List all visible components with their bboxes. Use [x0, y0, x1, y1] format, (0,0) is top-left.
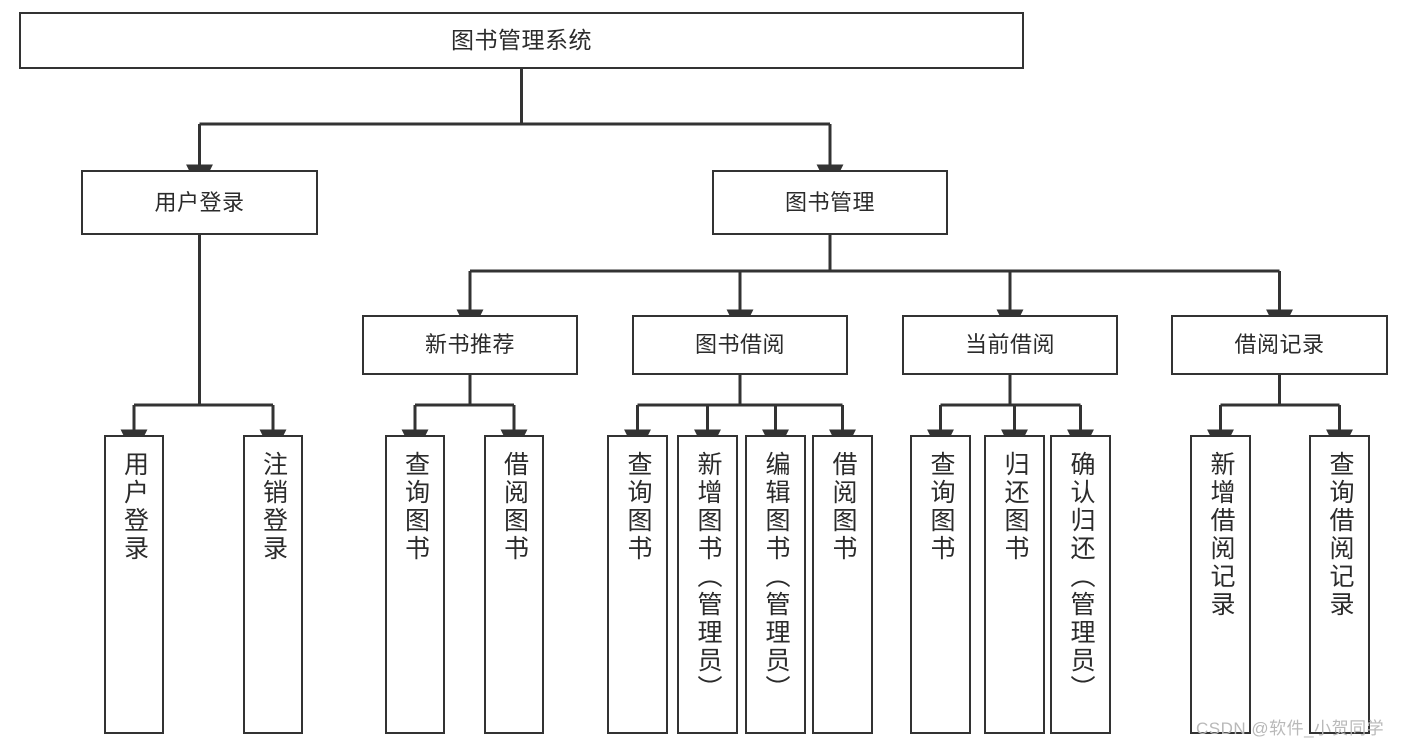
node-leaf-query-book-3-label: 查询图书 — [927, 451, 955, 563]
node-book-borrow[interactable]: 图书借阅 — [632, 315, 848, 375]
node-root-label: 图书管理系统 — [451, 26, 592, 53]
node-leaf-return-book-label: 归还图书 — [1001, 451, 1029, 563]
node-leaf-logout-label: 注销登录 — [259, 451, 288, 563]
node-borrow-record-label: 借阅记录 — [1234, 332, 1325, 358]
node-leaf-query-record[interactable]: 查询借阅记录 — [1309, 435, 1370, 734]
node-borrow-record[interactable]: 借阅记录 — [1171, 315, 1388, 375]
node-book-borrow-label: 图书借阅 — [694, 332, 785, 358]
node-leaf-query-book-1[interactable]: 查询图书 — [385, 435, 445, 734]
node-leaf-query-book-1-label: 查询图书 — [401, 451, 430, 563]
node-leaf-user-login-label: 用户登录 — [120, 451, 149, 563]
node-root[interactable]: 图书管理系统 — [19, 12, 1024, 69]
node-leaf-query-book-3[interactable]: 查询图书 — [910, 435, 971, 734]
node-leaf-query-book-2-label: 查询图书 — [624, 451, 652, 563]
node-leaf-borrow-book-1-label: 借阅图书 — [500, 451, 529, 563]
node-leaf-borrow-book-1[interactable]: 借阅图书 — [484, 435, 544, 734]
node-leaf-edit-book[interactable]: 编辑图书（管理员） — [745, 435, 806, 734]
node-user-login-label: 用户登录 — [154, 189, 245, 215]
node-leaf-confirm-return[interactable]: 确认归还（管理员） — [1050, 435, 1111, 734]
node-leaf-user-login[interactable]: 用户登录 — [104, 435, 164, 734]
node-leaf-add-record-label: 新增借阅记录 — [1207, 451, 1235, 619]
node-leaf-add-record[interactable]: 新增借阅记录 — [1190, 435, 1251, 734]
node-leaf-confirm-return-label: 确认归还（管理员） — [1067, 451, 1095, 703]
node-leaf-logout[interactable]: 注销登录 — [243, 435, 303, 734]
node-leaf-add-book[interactable]: 新增图书（管理员） — [677, 435, 738, 734]
node-leaf-query-book-2[interactable]: 查询图书 — [607, 435, 668, 734]
node-leaf-edit-book-label: 编辑图书（管理员） — [762, 451, 790, 703]
node-current-borrow-label: 当前借阅 — [964, 332, 1055, 358]
node-book-manage[interactable]: 图书管理 — [712, 170, 948, 235]
node-leaf-return-book[interactable]: 归还图书 — [984, 435, 1045, 734]
node-new-book-rec-label: 新书推荐 — [424, 332, 515, 358]
node-new-book-rec[interactable]: 新书推荐 — [362, 315, 578, 375]
node-user-login[interactable]: 用户登录 — [81, 170, 318, 235]
node-leaf-borrow-book-2[interactable]: 借阅图书 — [812, 435, 873, 734]
node-book-manage-label: 图书管理 — [784, 189, 875, 215]
node-leaf-borrow-book-2-label: 借阅图书 — [829, 451, 857, 563]
node-leaf-query-record-label: 查询借阅记录 — [1326, 451, 1354, 619]
node-leaf-add-book-label: 新增图书（管理员） — [694, 451, 722, 703]
csdn-watermark: CSDN @软件_小贺同学 — [1196, 719, 1385, 738]
node-current-borrow[interactable]: 当前借阅 — [902, 315, 1118, 375]
